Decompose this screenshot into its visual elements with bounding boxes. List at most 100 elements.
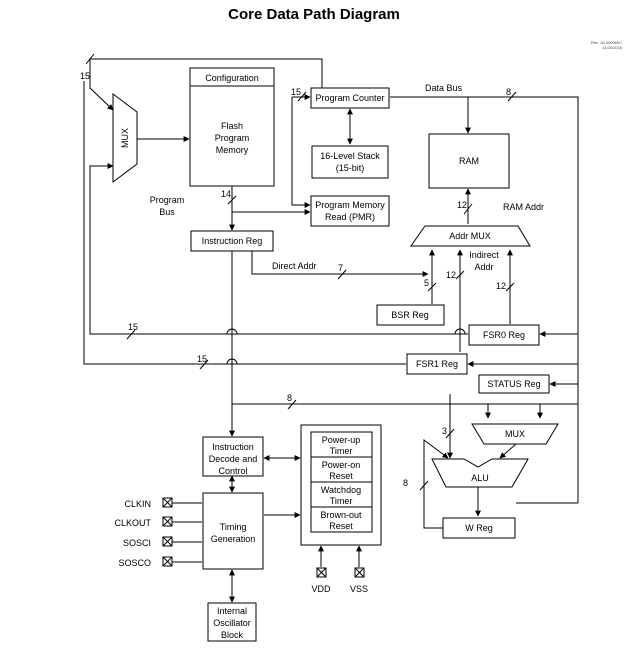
width-flash-out: 14 [221,189,231,199]
revision-date: 11/20/2016 [602,45,622,50]
bsr-label: BSR Reg [391,310,429,320]
brownout-label-2: Reset [329,521,353,531]
width-top-left: 15 [80,71,90,81]
mux-alu-label: MUX [505,429,525,439]
signal-labels: Data Bus Program Bus RAM Addr Direct Add… [150,83,544,272]
width-bsr: 5 [424,278,429,288]
wire-w-feedback [423,439,449,529]
pin-clkin-label: CLKIN [124,499,151,509]
slash-w-feedback [419,480,429,491]
pins: CLKIN CLKOUT SOSCI SOSCO [114,497,368,594]
width-direct: 7 [338,263,343,273]
mux-alu-shape [471,423,559,445]
pin-clkin: CLKIN [124,497,173,509]
fsr0-reg-block: FSR0 Reg [468,324,540,346]
poweron-box [310,456,373,483]
pc-label: Program Counter [315,93,384,103]
timing-generation-block: Timing Generation [202,492,264,570]
pc-box [310,87,390,109]
bus-width-slashes [85,53,517,491]
wire-mux-to-alu [499,443,517,459]
indirect-addr-label-2: Addr [474,262,493,272]
connection-wires [83,58,579,603]
slash-bsr [427,282,437,292]
osc-label-3: Block [221,630,244,640]
page-title: Core Data Path Diagram [228,6,400,23]
slash-pc-in [297,91,307,102]
width-fsr1-line: 15 [197,354,207,364]
width-w-feedback: 8 [403,478,408,488]
width-ram-addr: 12 [457,200,467,210]
pin-clkout-label: CLKOUT [114,518,151,528]
width-fsr0-addr: 12 [496,281,506,291]
internal-oscillator-block: Internal Oscillator Block [207,602,257,642]
pmr-label-1: Program Memory [315,200,385,210]
width-fsr1-addr: 12 [446,270,456,280]
wire-pc-to-pmr [291,97,311,208]
pin-vdd-x2 [316,567,327,578]
bus-width-labels: 15 15 8 14 12 7 5 12 12 15 15 8 3 8 [80,71,511,488]
ir-box [190,230,274,252]
width-fsr0-line: 15 [128,322,138,332]
brownout-label-1: Brown-out [320,510,362,520]
pin-vss-label: VSS [350,584,368,594]
mux-alu-block: MUX [471,423,559,445]
decode-box [202,436,264,477]
width-alu-mux: 3 [442,426,447,436]
wire-direct-addr [251,251,429,277]
fsr1-label: FSR1 Reg [416,359,458,369]
slash-flash-out [227,195,237,205]
mux-left-label: MUX [120,128,130,148]
addr-mux-block: Addr MUX [410,225,531,247]
pin-vdd-label: VDD [311,584,331,594]
watchdog-label-1: Watchdog [321,485,361,495]
status-reg-block: STATUS Reg [478,374,550,394]
addr-mux-shape [410,225,531,247]
slash-ram-addr [463,203,473,215]
powerup-box [310,431,373,458]
pin-sosco-label: SOSCO [118,558,151,568]
pin-clkout: CLKOUT [114,516,173,528]
alu-block: ALU [431,458,529,488]
ram-block: RAM [428,133,510,189]
w-reg-label: W Reg [465,523,493,533]
pin-sosco: SOSCO [118,556,173,568]
ram-addr-label: RAM Addr [503,202,544,212]
slash-fsr0-addr [505,282,515,292]
ir-label: Instruction Reg [202,236,263,246]
wire-crossovers [226,328,466,365]
watchdog-box [310,481,373,508]
direct-addr-label: Direct Addr [272,261,317,271]
config-label: Configuration [205,73,259,83]
osc-box [207,602,257,642]
slash-alu-mux [445,428,455,439]
pin-sosci: SOSCI [123,536,173,548]
stack-block: 16-Level Stack (15-bit) [311,145,389,179]
ram-label: RAM [459,156,479,166]
wire-fsr1-line [83,81,406,365]
slash-fsr1-line [199,359,209,370]
pmr-block: Program Memory Read (PMR) [310,195,390,227]
hop-fsr0-b [454,328,466,335]
slash-direct [337,269,347,280]
reset-timers-block: Power-up Timer Power-on Reset Watchdog T… [300,424,382,546]
alu-shape [431,458,529,488]
pin-sosci-label: SOSCI [123,538,151,548]
bsr-reg-block: BSR Reg [376,304,445,326]
width-decode-line: 8 [287,393,292,403]
pin-clkout-x2 [162,516,173,527]
osc-label-2: Oscillator [213,618,251,628]
decode-label-1: Instruction [212,442,254,452]
stack-label-2: (15-bit) [336,163,365,173]
stack-box [311,145,389,179]
poweron-label-1: Power-on [322,460,361,470]
stack-label-1: 16-Level Stack [320,151,380,161]
pin-vss-x2 [354,567,365,578]
flash-memory-block: Configuration Flash Program Memory [189,67,275,187]
poweron-label-2: Reset [329,471,353,481]
wire-flash-to-pmr [231,208,311,215]
revision-number: Rev. 10-000060C [590,40,622,45]
decode-label-3: Control [218,466,247,476]
